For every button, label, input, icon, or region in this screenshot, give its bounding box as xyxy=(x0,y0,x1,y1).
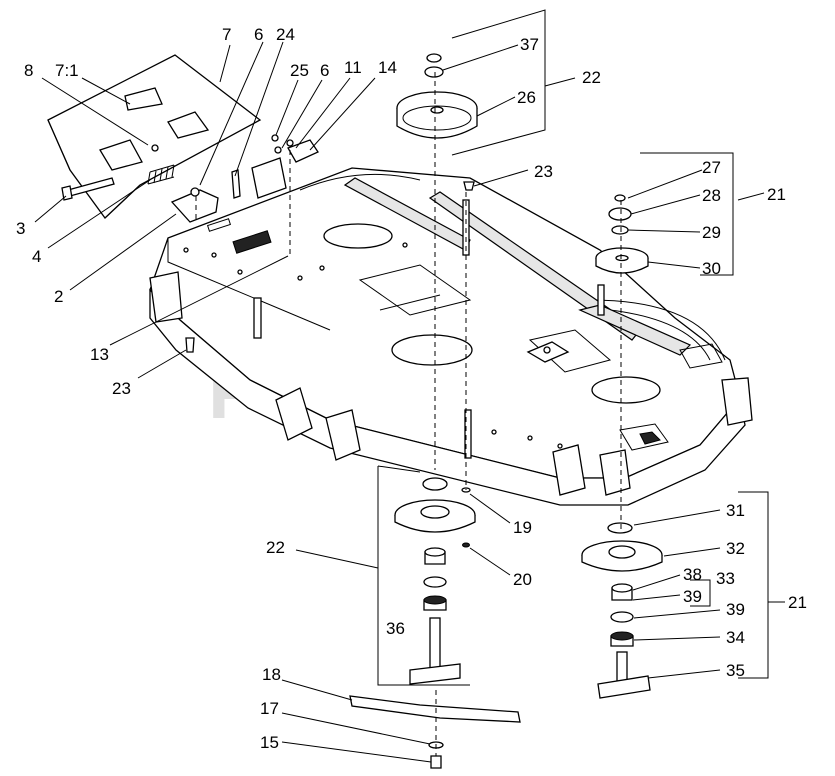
callout-28: 28 xyxy=(702,186,721,205)
callout-6b: 6 xyxy=(320,61,329,80)
callout-22b: 22 xyxy=(266,538,285,557)
center-spindle-pulley-stack xyxy=(396,9,546,156)
torsion-spring xyxy=(147,164,175,185)
callout-37: 37 xyxy=(520,35,539,54)
callout-14: 14 xyxy=(378,58,397,77)
callout-15: 15 xyxy=(260,733,279,752)
leader-lines xyxy=(34,41,785,763)
idler-bracket xyxy=(231,134,319,199)
callout-13: 13 xyxy=(90,345,109,364)
callout-30: 30 xyxy=(702,259,721,278)
callout-27: 27 xyxy=(702,158,721,177)
right-spindle-pulley-stack xyxy=(595,152,734,276)
discharge-deflector xyxy=(47,54,262,219)
callout-23b: 23 xyxy=(534,162,553,181)
hex-nut xyxy=(462,542,470,548)
callout-29: 29 xyxy=(702,223,721,242)
callout-39b: 39 xyxy=(726,600,745,619)
callout-38: 38 xyxy=(683,565,702,584)
callout-32: 32 xyxy=(726,539,745,558)
carriage-bolt xyxy=(185,337,195,353)
callout-18: 18 xyxy=(262,665,281,684)
callout-24: 24 xyxy=(276,25,295,44)
callout-20: 20 xyxy=(513,570,532,589)
pivot-bolt xyxy=(61,177,115,201)
callout-11: 11 xyxy=(344,58,362,77)
callout-2: 2 xyxy=(54,287,63,306)
mower-deck-housing xyxy=(149,167,753,506)
callout-19: 19 xyxy=(513,518,532,537)
callout-6: 6 xyxy=(254,25,263,44)
callout-35: 35 xyxy=(726,661,745,680)
hinge-bracket xyxy=(170,187,219,223)
callout-23: 23 xyxy=(112,379,131,398)
callout-3: 3 xyxy=(16,219,25,238)
callout-21: 21 xyxy=(767,185,786,204)
callout-8: 8 xyxy=(24,61,33,80)
callout-17: 17 xyxy=(260,699,279,718)
callout-21b: 21 xyxy=(788,593,807,612)
callout-25: 25 xyxy=(290,61,309,80)
callout-39: 39 xyxy=(683,587,702,606)
callout-4: 4 xyxy=(32,247,41,266)
callout-labels: 7 6 24 8 7:1 25 6 11 14 3 4 2 13 23 37 2… xyxy=(16,25,807,752)
assembly-centerlines xyxy=(195,72,622,756)
callout-34: 34 xyxy=(726,628,745,647)
center-spindle-assembly xyxy=(349,465,521,769)
callout-26: 26 xyxy=(517,88,536,107)
callout-31: 31 xyxy=(726,501,745,520)
carriage-bolt xyxy=(463,181,475,191)
callout-7: 7 xyxy=(222,25,231,44)
right-spindle-assembly xyxy=(581,491,769,699)
callout-36: 36 xyxy=(386,619,405,638)
callout-7-1: 7:1 xyxy=(55,61,79,80)
callout-22: 22 xyxy=(582,68,601,87)
callout-33: 33 xyxy=(716,569,735,588)
